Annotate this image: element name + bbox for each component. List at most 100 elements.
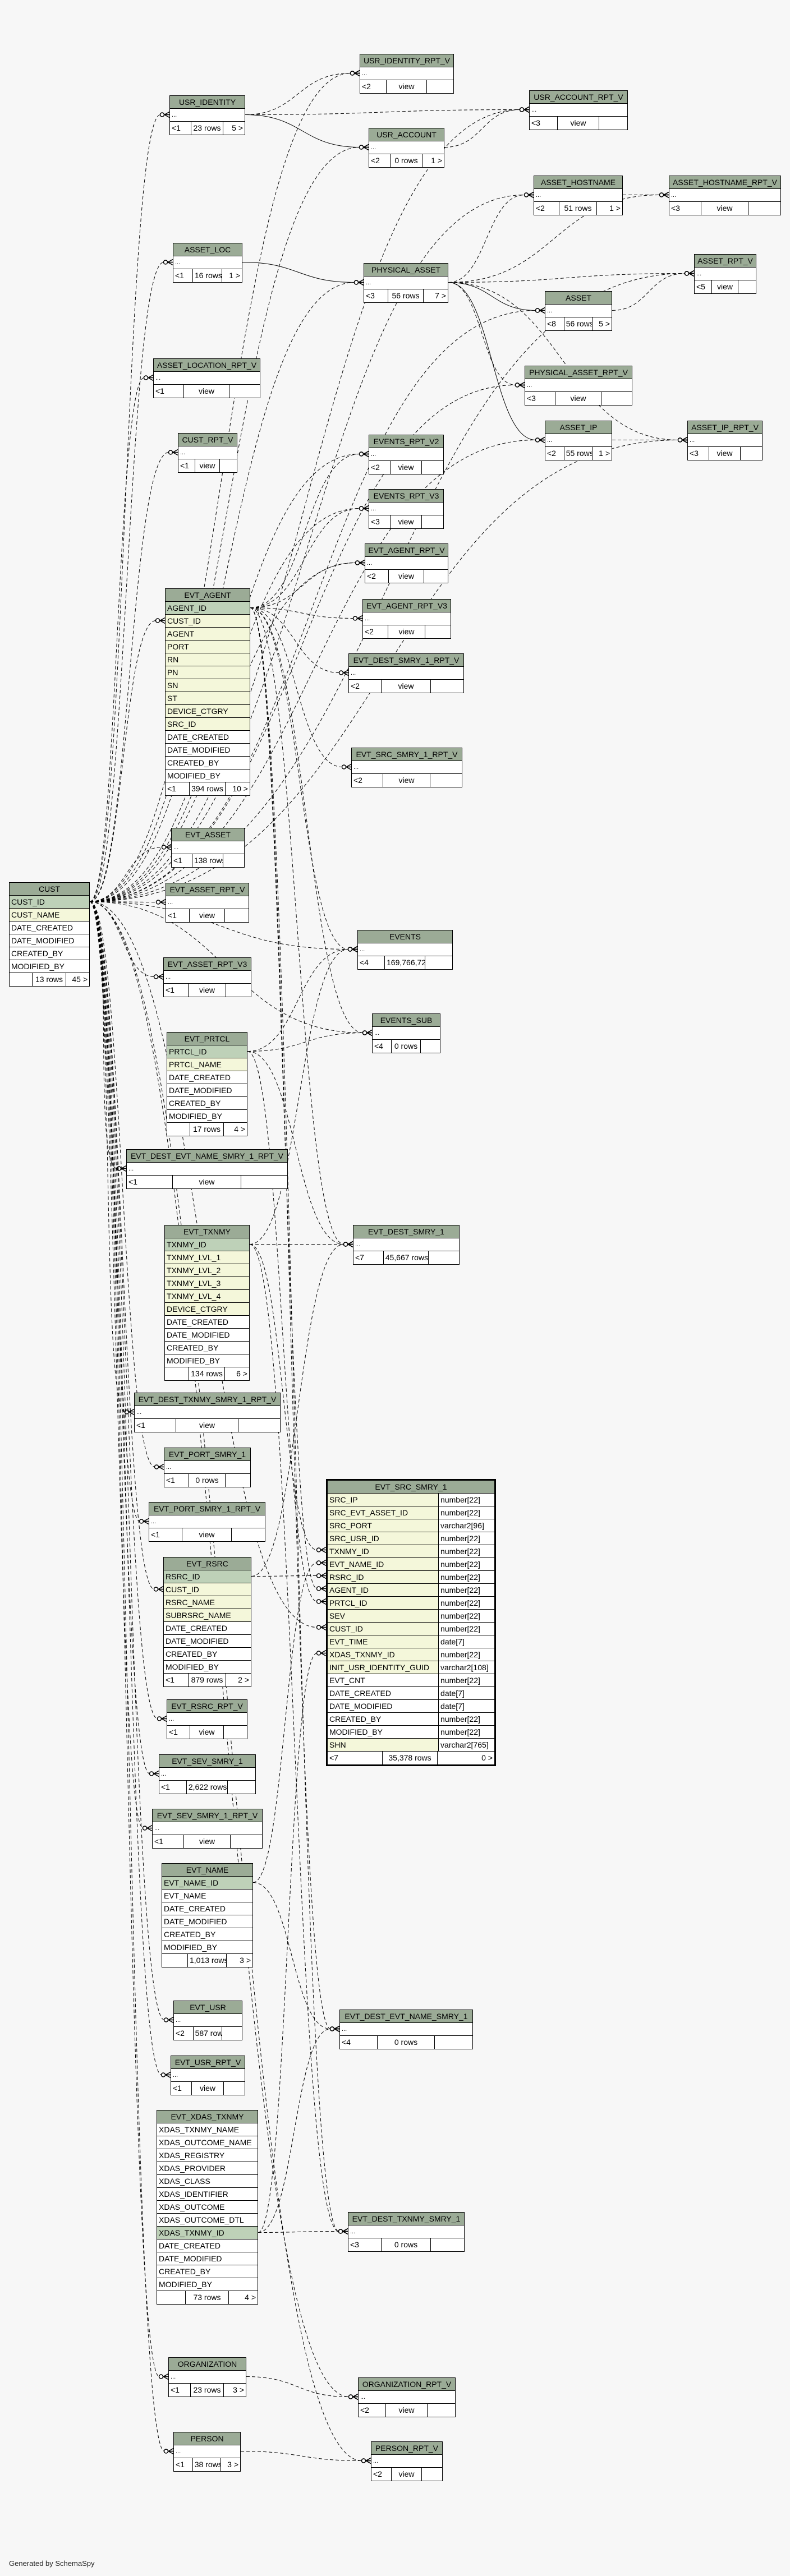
parents-link[interactable]: <1 — [164, 984, 189, 997]
parents-link[interactable]: <2 — [534, 202, 559, 215]
children-link[interactable] — [738, 280, 756, 293]
children-link[interactable]: 2 > — [238, 1675, 249, 1684]
parents-link[interactable]: <3 — [669, 202, 701, 215]
column-row[interactable]: CREATED_BY — [162, 1928, 252, 1941]
column-row[interactable]: CUST_ID — [164, 1583, 251, 1596]
collapsed-columns[interactable]: ... — [166, 896, 249, 909]
table-name[interactable]: EVT_SEV_SMRY_1_RPT_V — [153, 1809, 262, 1822]
parents-link[interactable]: <4 — [373, 1040, 392, 1053]
column-row[interactable]: DEVICE_CTGRY — [165, 1303, 249, 1316]
table-name[interactable]: EVT_DEST_SMRY_1 — [353, 1225, 459, 1238]
collapsed-columns[interactable]: ... — [349, 667, 463, 680]
table-name[interactable]: PHYSICAL_ASSET_RPT_V — [525, 366, 632, 379]
parents-link[interactable]: <4 — [340, 2036, 378, 2049]
table-name[interactable]: EVT_DEST_TXNMY_SMRY_1_RPT_V — [135, 1393, 280, 1406]
children-link[interactable] — [422, 515, 443, 528]
column-row[interactable]: DATE_CREATED — [167, 1071, 247, 1084]
table-name[interactable]: EVT_AGENT_RPT_V — [365, 544, 448, 557]
table-name[interactable]: EVT_XDAS_TXNMY — [157, 2110, 258, 2123]
column-row[interactable]: CREATED_BY — [157, 2265, 258, 2278]
column-row[interactable]: PRTCL_NAME — [167, 1058, 247, 1071]
children-link[interactable] — [224, 2082, 245, 2095]
column-row[interactable]: TXNMY_LVL_3 — [165, 1277, 249, 1290]
parents-link[interactable]: <1 — [159, 1781, 187, 1794]
parents-link[interactable]: <2 — [371, 2468, 392, 2481]
table-name[interactable]: EVT_USR — [174, 2001, 242, 2014]
column-row[interactable]: DATE_MODIFIED — [164, 1635, 251, 1648]
parents-link[interactable]: <3 — [688, 447, 709, 460]
collapsed-columns[interactable]: ... — [154, 372, 260, 385]
column-row[interactable]: MODIFIED_BY — [162, 1941, 252, 1954]
children-link[interactable] — [422, 2468, 442, 2481]
children-link[interactable] — [425, 625, 451, 638]
parents-link[interactable]: <1 — [172, 854, 192, 867]
children-link[interactable] — [421, 1040, 440, 1053]
parents-link[interactable]: <5 — [695, 280, 713, 293]
children-link[interactable] — [431, 680, 463, 693]
parents-link[interactable]: <1 — [178, 459, 195, 472]
parents-link[interactable]: <2 — [360, 80, 387, 93]
column-row[interactable]: XDAS_OUTCOME — [157, 2201, 258, 2214]
column-row[interactable]: DATE_CREATED — [10, 921, 89, 934]
column-row[interactable]: XDAS_TXNMY_NAME — [157, 2123, 258, 2136]
table-name[interactable]: EVT_TXNMY — [165, 1225, 249, 1238]
column-row[interactable]: DATE_MODIFIED — [165, 1329, 249, 1342]
parents-link[interactable]: <3 — [348, 2238, 382, 2251]
table-name[interactable]: PERSON_RPT_V — [371, 2442, 442, 2455]
children-link[interactable] — [224, 1726, 247, 1739]
children-link[interactable] — [425, 956, 452, 969]
column-row[interactable]: DATE_CREATED — [166, 731, 250, 744]
parents-link[interactable]: <1 — [166, 909, 190, 922]
collapsed-columns[interactable]: ... — [169, 2371, 246, 2384]
parents-link[interactable] — [10, 973, 33, 986]
primary-key-column[interactable]: CUST_ID — [10, 896, 89, 909]
table-name[interactable]: EVT_ASSET_RPT_V3 — [164, 958, 251, 971]
parents-link[interactable]: <2 — [369, 154, 391, 167]
table-name[interactable]: EVT_ASSET_RPT_V — [166, 883, 249, 896]
collapsed-columns[interactable]: ... — [348, 2225, 464, 2238]
table-name[interactable]: USR_ACCOUNT_RPT_V — [530, 91, 627, 104]
children-link[interactable] — [231, 1835, 262, 1848]
column-row[interactable]: CREATED_BY — [10, 947, 89, 960]
collapsed-columns[interactable]: ... — [340, 2023, 472, 2036]
table-name[interactable]: EVT_DEST_EVT_NAME_SMRY_1_RPT_V — [127, 1150, 287, 1163]
primary-key-column[interactable]: EVT_NAME_ID — [162, 1877, 252, 1890]
parents-link[interactable]: <1 — [135, 1419, 176, 1432]
primary-key-column[interactable]: AGENT_ID — [166, 602, 250, 615]
primary-key-column[interactable]: PRTCL_ID — [167, 1045, 247, 1058]
children-link[interactable] — [422, 461, 443, 474]
collapsed-columns[interactable]: ... — [172, 841, 244, 854]
collapsed-columns[interactable]: ... — [164, 971, 251, 984]
table-name[interactable]: EVENTS — [358, 930, 452, 943]
parents-link[interactable] — [162, 1954, 188, 1967]
column-row[interactable]: DATE_MODIFIED — [166, 744, 250, 757]
children-link[interactable] — [601, 392, 632, 405]
collapsed-columns[interactable]: ... — [174, 2445, 240, 2458]
collapsed-columns[interactable]: ... — [365, 557, 448, 570]
collapsed-columns[interactable]: ... — [358, 943, 452, 956]
column-row[interactable]: MODIFIED_BY — [165, 1354, 249, 1367]
parents-link[interactable]: <2 — [365, 570, 389, 583]
table-name[interactable]: ASSET_RPT_V — [695, 255, 756, 268]
children-link[interactable] — [431, 2238, 464, 2251]
